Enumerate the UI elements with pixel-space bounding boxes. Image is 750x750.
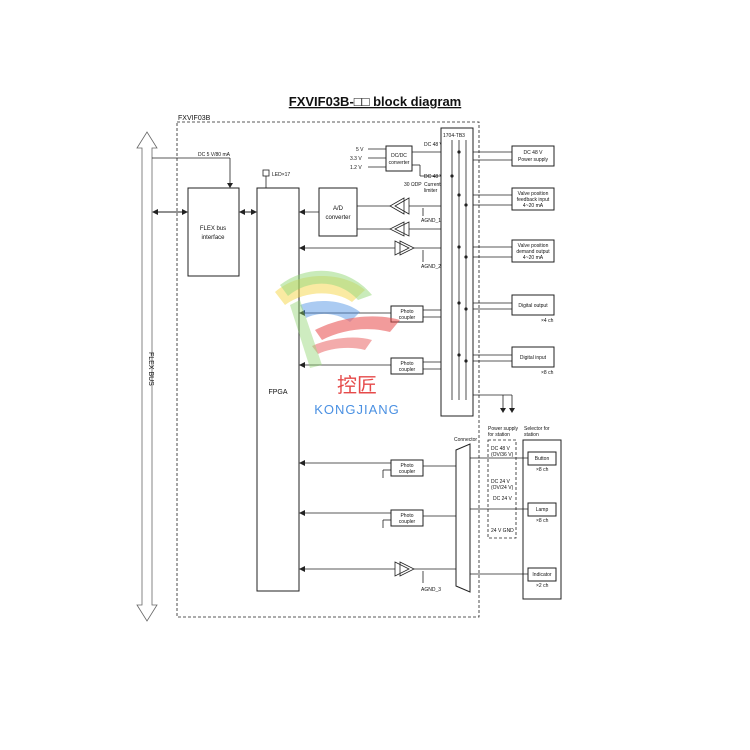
ps-station-line2: for station: [488, 432, 510, 438]
watermark-en: KONGJIANG: [314, 402, 400, 417]
ad-converter-line1: A/D: [333, 206, 344, 212]
limiter-line3: limiter: [424, 188, 438, 194]
photo-coupler-4: Photo coupler: [299, 509, 456, 528]
diagram-title: FXVIF03B-□□ block diagram: [289, 94, 461, 109]
junction-dots: [450, 150, 468, 363]
fpga-label: FPGA: [268, 389, 287, 396]
svg-text:Photo: Photo: [400, 361, 413, 367]
svg-text:×4 ch: ×4 ch: [541, 318, 554, 324]
kongjiang-watermark-logo: [275, 270, 400, 368]
limiter-line2: Current: [424, 182, 441, 188]
ad-converter-line2: converter: [325, 215, 350, 221]
photo-coupler-1: Photo coupler: [299, 305, 441, 323]
flex-bus-interface-box: [187, 187, 240, 277]
photo-coupler-2: Photo coupler: [299, 357, 441, 375]
dc48n-label: DC 48 V_N: [424, 174, 450, 180]
svg-text:coupler: coupler: [399, 315, 416, 321]
selector-line2: station: [524, 432, 539, 438]
amp-indicator-icon: [299, 561, 456, 583]
led-icon: [262, 169, 270, 177]
connector-label: Connector: [454, 437, 477, 443]
station-lamp: Lamp ×8 ch: [470, 502, 557, 524]
svg-text:coupler: coupler: [399, 519, 416, 525]
ad-converter-box: [318, 187, 358, 237]
svg-text:feedback input: feedback input: [517, 197, 550, 203]
svg-text:4~20 mA: 4~20 mA: [523, 255, 544, 261]
connector: [455, 443, 471, 593]
station-button: Button ×8 ch: [470, 451, 557, 473]
svg-text:Photo: Photo: [400, 309, 413, 315]
svg-text:Photo: Photo: [400, 463, 413, 469]
dc-supply-label: DC 5 V/80 mA: [198, 152, 231, 158]
limiter-line1: 30 ΩDP: [404, 182, 422, 188]
terminal-block-label: 1704-TB3: [443, 133, 465, 139]
svg-text:DC 48 V: DC 48 V: [524, 150, 544, 156]
svg-text:Digital input: Digital input: [520, 355, 547, 361]
output-digital-output: Digital output ×4 ch: [473, 294, 555, 324]
svg-text:×2 ch: ×2 ch: [536, 583, 549, 589]
module-outline: [176, 121, 480, 618]
voltage-1v2: 1.2 V: [350, 165, 362, 171]
station-indicator: Indicator ×2 ch: [470, 567, 557, 589]
svg-text:Digital output: Digital output: [518, 303, 548, 309]
svg-text:×8 ch: ×8 ch: [536, 518, 549, 524]
voltage-3v3: 3.3 V: [350, 156, 362, 162]
ps-line-5: DC 24 V: [493, 496, 513, 502]
dcdc-line1: DC/DC: [391, 153, 407, 159]
agnd3-label: AGND_3: [421, 587, 441, 593]
flex-bus-interface-line1: FLEX bus: [200, 226, 226, 232]
amp-feedback-icon: [389, 197, 410, 215]
svg-text:Lamp: Lamp: [536, 507, 549, 513]
output-valve-feedback: Valve position feedback input 4~20 mA: [473, 187, 555, 211]
flex-bus-label: FLEX BUS: [147, 352, 154, 386]
amp-demand-icon: [394, 240, 415, 256]
svg-text:Photo: Photo: [400, 513, 413, 519]
dcdc-converter-box: [385, 145, 413, 172]
svg-text:coupler: coupler: [399, 469, 416, 475]
svg-text:Valve position: Valve position: [518, 191, 549, 197]
photo-coupler-3: Photo coupler: [299, 459, 456, 478]
dc48p-label: DC 48 V_P: [424, 142, 450, 148]
dcdc-line2: converter: [389, 160, 410, 166]
fpga-block: [256, 187, 300, 592]
svg-text:Valve position: Valve position: [518, 243, 549, 249]
terminal-block: [440, 127, 474, 417]
ps-line-4: (OV/24 V): [491, 485, 514, 491]
agnd1-label: AGND_1: [421, 218, 441, 224]
module-label: FXVIF03B: [178, 115, 211, 122]
ps-line-2: (OV/36 V): [491, 452, 514, 458]
flex-bus-interface-line2: interface: [201, 235, 225, 241]
svg-text:Indicator: Indicator: [532, 572, 552, 578]
svg-text:4~20 mA: 4~20 mA: [523, 203, 544, 209]
ps-line-3: DC 24 V: [491, 479, 511, 485]
output-dc48-power: DC 48 V Power supply: [473, 145, 555, 167]
output-valve-demand: Valve position demand output 4~20 mA: [473, 239, 555, 263]
ps-station-line1: Power supply: [488, 426, 519, 432]
power-supply-for-station: [487, 439, 517, 539]
flex-bus-arrow: [136, 131, 158, 622]
svg-text:×8 ch: ×8 ch: [541, 370, 554, 376]
amp-monitor-icon: [389, 221, 410, 237]
voltage-5v: 5 V: [356, 147, 364, 153]
selector-line1: Selector for: [524, 426, 550, 432]
output-digital-input: Digital input ×8 ch: [473, 346, 555, 376]
agnd2-label: AGND_2: [421, 264, 441, 270]
led-label: LED×17: [272, 172, 290, 178]
svg-text:coupler: coupler: [399, 367, 416, 373]
svg-text:demand output: demand output: [516, 249, 550, 255]
svg-text:Power supply: Power supply: [518, 157, 549, 163]
svg-text:×8 ch: ×8 ch: [536, 467, 549, 473]
ps-line-1: DC 48 V: [491, 446, 511, 452]
svg-text:Button: Button: [535, 456, 550, 462]
ps-line-6: 24 V GND: [491, 528, 514, 534]
watermark-cn: 控匠: [337, 374, 377, 397]
